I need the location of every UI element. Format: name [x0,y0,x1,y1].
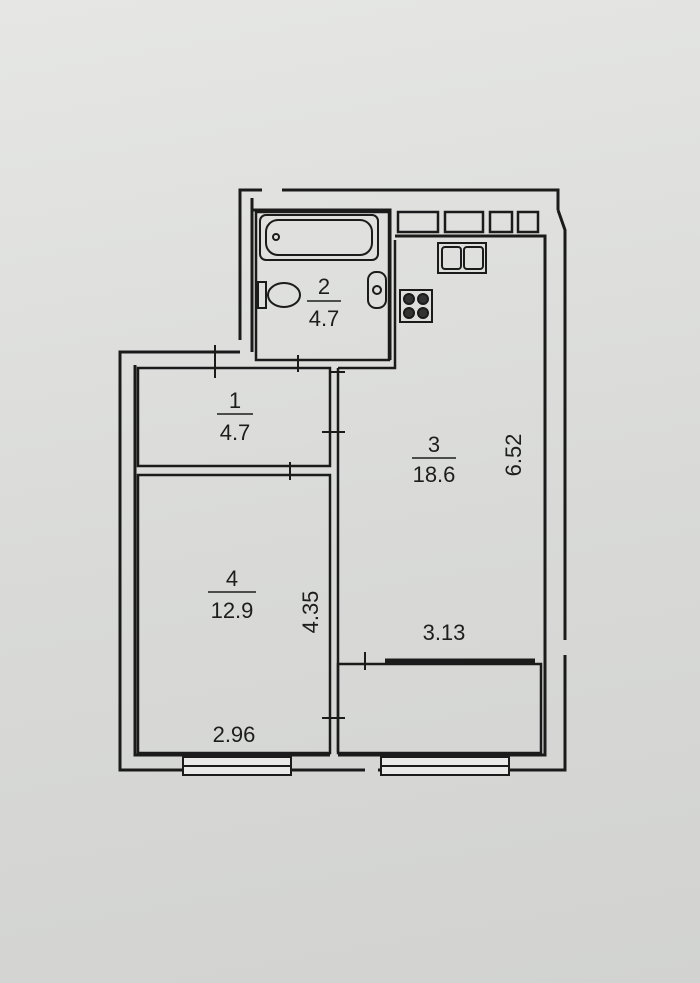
interior-walls [136,210,543,755]
toilet-icon [257,281,301,309]
room-4-number: 4 [226,566,238,591]
bedroom-length-dimension: 4.35 [298,591,323,634]
bedroom-width-dimension: 2.96 [213,722,256,747]
outer-walls [118,188,567,772]
room-2-number: 2 [318,274,330,299]
room-1-area: 4.7 [220,420,251,445]
room-3-number: 3 [428,432,440,457]
stove-icon [399,289,433,323]
sink-icon [367,271,387,309]
room-2-area: 4.7 [309,306,340,331]
kitchen-sink-icon [437,242,487,274]
room-3-area: 18.6 [413,462,456,487]
kitchen-length-dimension: 6.52 [501,434,526,477]
room-1-number: 1 [229,388,241,413]
bathtub-icon [259,214,379,261]
door-markers [214,345,366,719]
kitchen-width-dimension: 3.13 [423,620,466,645]
room-4-area: 12.9 [211,598,254,623]
window-icon [182,756,510,776]
